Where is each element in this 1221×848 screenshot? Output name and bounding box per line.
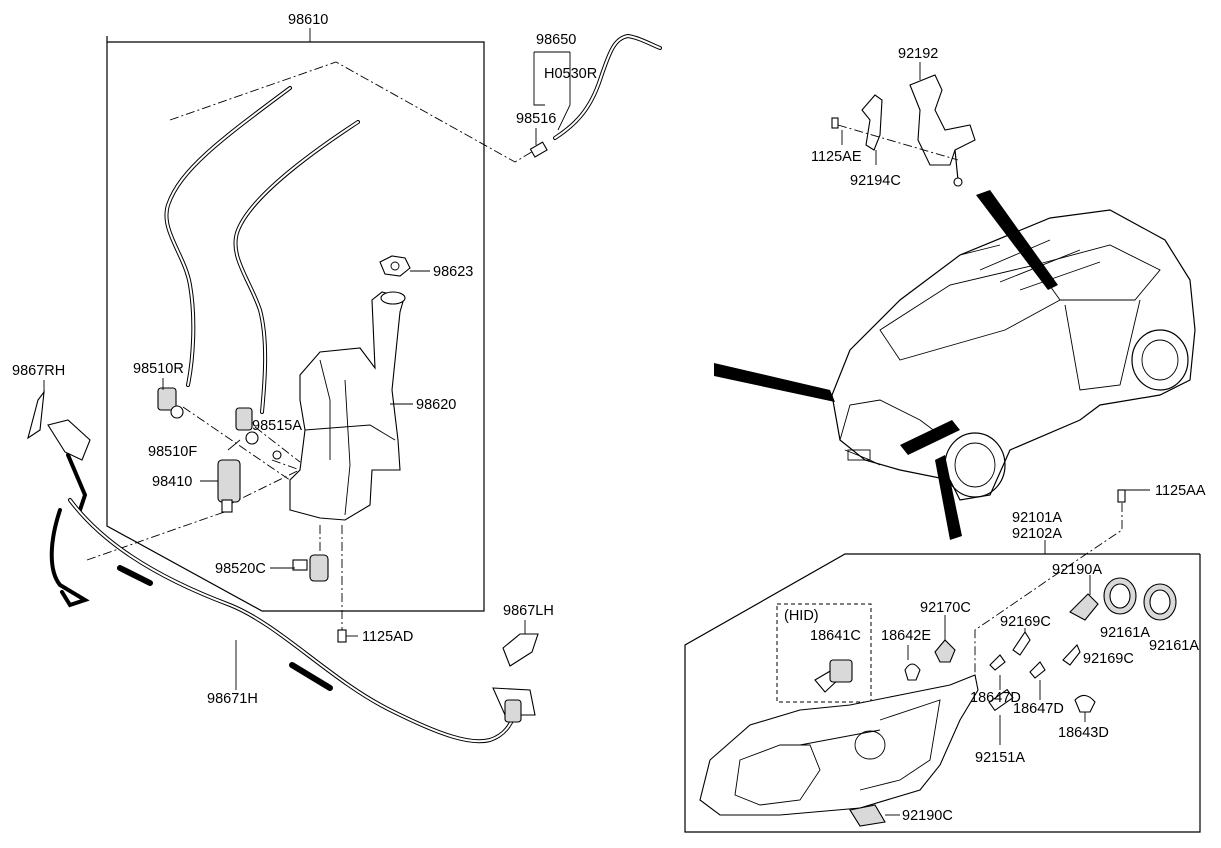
label-9867LH: 9867LH xyxy=(503,603,554,619)
label-H0530R: H0530R xyxy=(544,66,597,82)
reservoir-98620 xyxy=(289,291,406,521)
label-92101A: 92101A xyxy=(1012,510,1062,526)
vehicle-illustration xyxy=(831,209,1196,501)
pump-98510F xyxy=(235,407,259,445)
label-98623: 98623 xyxy=(433,264,473,280)
label-92169C-upper: 92169C xyxy=(1000,614,1051,630)
label-9867RH: 9867RH xyxy=(12,363,65,379)
label-98410: 98410 xyxy=(152,474,192,490)
left-leaders xyxy=(43,51,571,690)
label-92169C-lower: 92169C xyxy=(1083,651,1134,667)
label-98610: 98610 xyxy=(288,12,328,28)
headlamp-assembly-box xyxy=(684,553,1201,833)
label-98516: 98516 xyxy=(516,111,556,127)
hose-98671H xyxy=(68,498,517,744)
grommet-98515A xyxy=(272,450,282,460)
headlamp-washer-left xyxy=(492,687,536,723)
label-hid: (HID) xyxy=(784,608,819,624)
hid-subbox xyxy=(776,603,872,703)
dash-leaders-left xyxy=(86,61,536,630)
label-18647D-left: 18647D xyxy=(970,690,1021,706)
label-98520C: 98520C xyxy=(215,561,266,577)
label-1125AA: 1125AA xyxy=(1155,483,1206,499)
callout-bands xyxy=(714,190,1058,540)
motor-98410 xyxy=(217,459,241,513)
label-1125AD: 1125AD xyxy=(362,629,413,645)
label-98620: 98620 xyxy=(416,397,456,413)
label-98510R: 98510R xyxy=(133,361,184,377)
label-92190A: 92190A xyxy=(1052,562,1102,578)
right-top-leaders xyxy=(841,62,921,165)
label-92194C: 92194C xyxy=(850,173,901,189)
washer-reservoir-assembly-box xyxy=(106,28,485,612)
label-92170C: 92170C xyxy=(920,600,971,616)
label-18647D-right: 18647D xyxy=(1013,701,1064,717)
label-92161A-right: 92161A xyxy=(1149,638,1199,654)
cap-98623 xyxy=(379,255,411,277)
label-92192: 92192 xyxy=(898,46,938,62)
bolt-1125AE xyxy=(831,117,959,161)
nozzle-cap-9867LH xyxy=(502,633,539,667)
label-98671H: 98671H xyxy=(207,691,258,707)
washer-hoses xyxy=(164,86,360,414)
label-92151A: 92151A xyxy=(975,750,1025,766)
label-18642E: 18642E xyxy=(881,628,931,644)
level-sensor-92192 xyxy=(909,74,976,187)
bulbs-and-sockets xyxy=(814,489,1177,827)
label-92190C: 92190C xyxy=(902,808,953,824)
bracket-92194C xyxy=(861,94,883,151)
headlamp-washer-right xyxy=(47,419,91,608)
headlamp-92101A xyxy=(699,674,979,816)
right-bottom-leaders xyxy=(885,489,1150,816)
label-98650: 98650 xyxy=(536,32,576,48)
sensor-98520C xyxy=(292,554,329,582)
label-18641C: 18641C xyxy=(810,628,861,644)
label-92161A-left: 92161A xyxy=(1100,625,1150,641)
bolt-1125AD xyxy=(337,629,347,643)
part-labels: 98610 98650 H0530R 98516 98623 98510R 98… xyxy=(12,12,1206,824)
hose-98650 xyxy=(529,33,662,158)
label-18643D: 18643D xyxy=(1058,725,1109,741)
nozzle-cap-9867RH xyxy=(27,390,45,440)
pump-98510R xyxy=(157,387,184,419)
label-1125AE: 1125AE xyxy=(811,149,862,165)
label-98515A: 98515A xyxy=(252,418,302,434)
label-92102A: 92102A xyxy=(1012,526,1062,542)
label-98510F: 98510F xyxy=(148,444,197,460)
